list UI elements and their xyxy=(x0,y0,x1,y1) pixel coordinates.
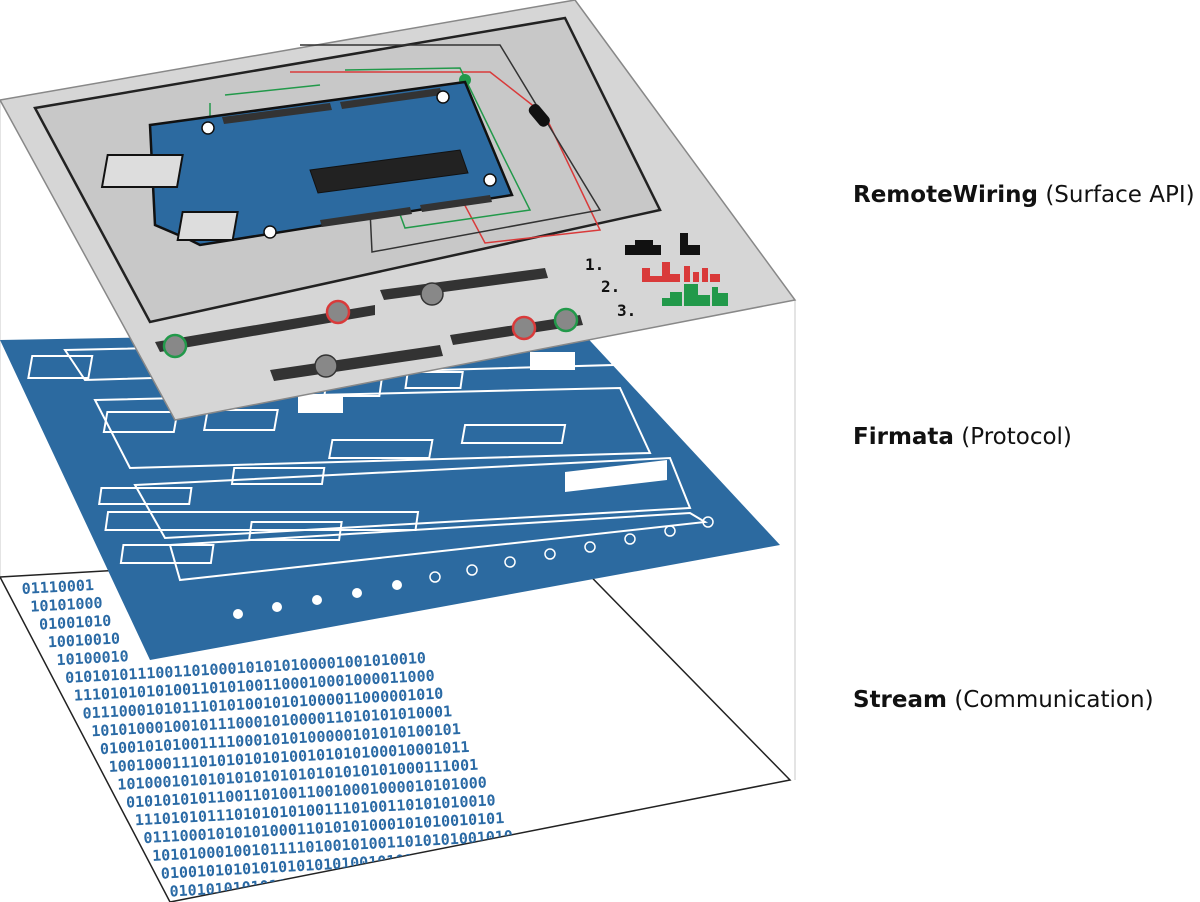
binary-row: 01001010 xyxy=(39,612,112,634)
legend-number-1: 1. xyxy=(585,255,604,274)
protocol-pins xyxy=(233,516,714,619)
microcontroller-board xyxy=(100,80,514,247)
header-pins xyxy=(222,88,492,227)
usb-port xyxy=(100,154,184,188)
resistor xyxy=(528,103,550,127)
binary-row: 01110001 xyxy=(21,576,94,598)
layer-name-protocol: Firmata xyxy=(853,424,954,450)
label-remotewiring: RemoteWiring (Surface API) xyxy=(853,182,1195,208)
mounting-holes xyxy=(201,90,497,239)
layer-name-stream: Stream xyxy=(853,687,947,713)
legend-number-3: 3. xyxy=(617,301,636,320)
wires xyxy=(209,44,602,253)
layer-desc-protocol: (Protocol) xyxy=(961,424,1072,450)
legend-graph-1 xyxy=(625,233,700,255)
legend: 1. 2. 3. xyxy=(585,233,728,320)
power-jack xyxy=(176,211,239,241)
legend-graph-3 xyxy=(662,284,728,306)
legend-graph-2 xyxy=(642,262,720,282)
binary-row: 10010010 xyxy=(47,629,120,651)
legend-number-2: 2. xyxy=(601,277,620,296)
layer-desc-surface: (Surface API) xyxy=(1045,182,1195,208)
layer-desc-stream: (Communication) xyxy=(954,687,1154,713)
layer-name-surface: RemoteWiring xyxy=(853,182,1038,208)
surface-layer: 1. 2. 3. xyxy=(0,0,797,421)
protocol-filled-bars xyxy=(298,352,667,492)
label-stream: Stream (Communication) xyxy=(853,687,1154,713)
sliders xyxy=(155,268,583,381)
label-firmata: Firmata (Protocol) xyxy=(853,424,1072,450)
chip xyxy=(309,149,469,194)
binary-row: 10101000 xyxy=(30,594,103,616)
binary-row: 10100010 xyxy=(56,647,129,669)
